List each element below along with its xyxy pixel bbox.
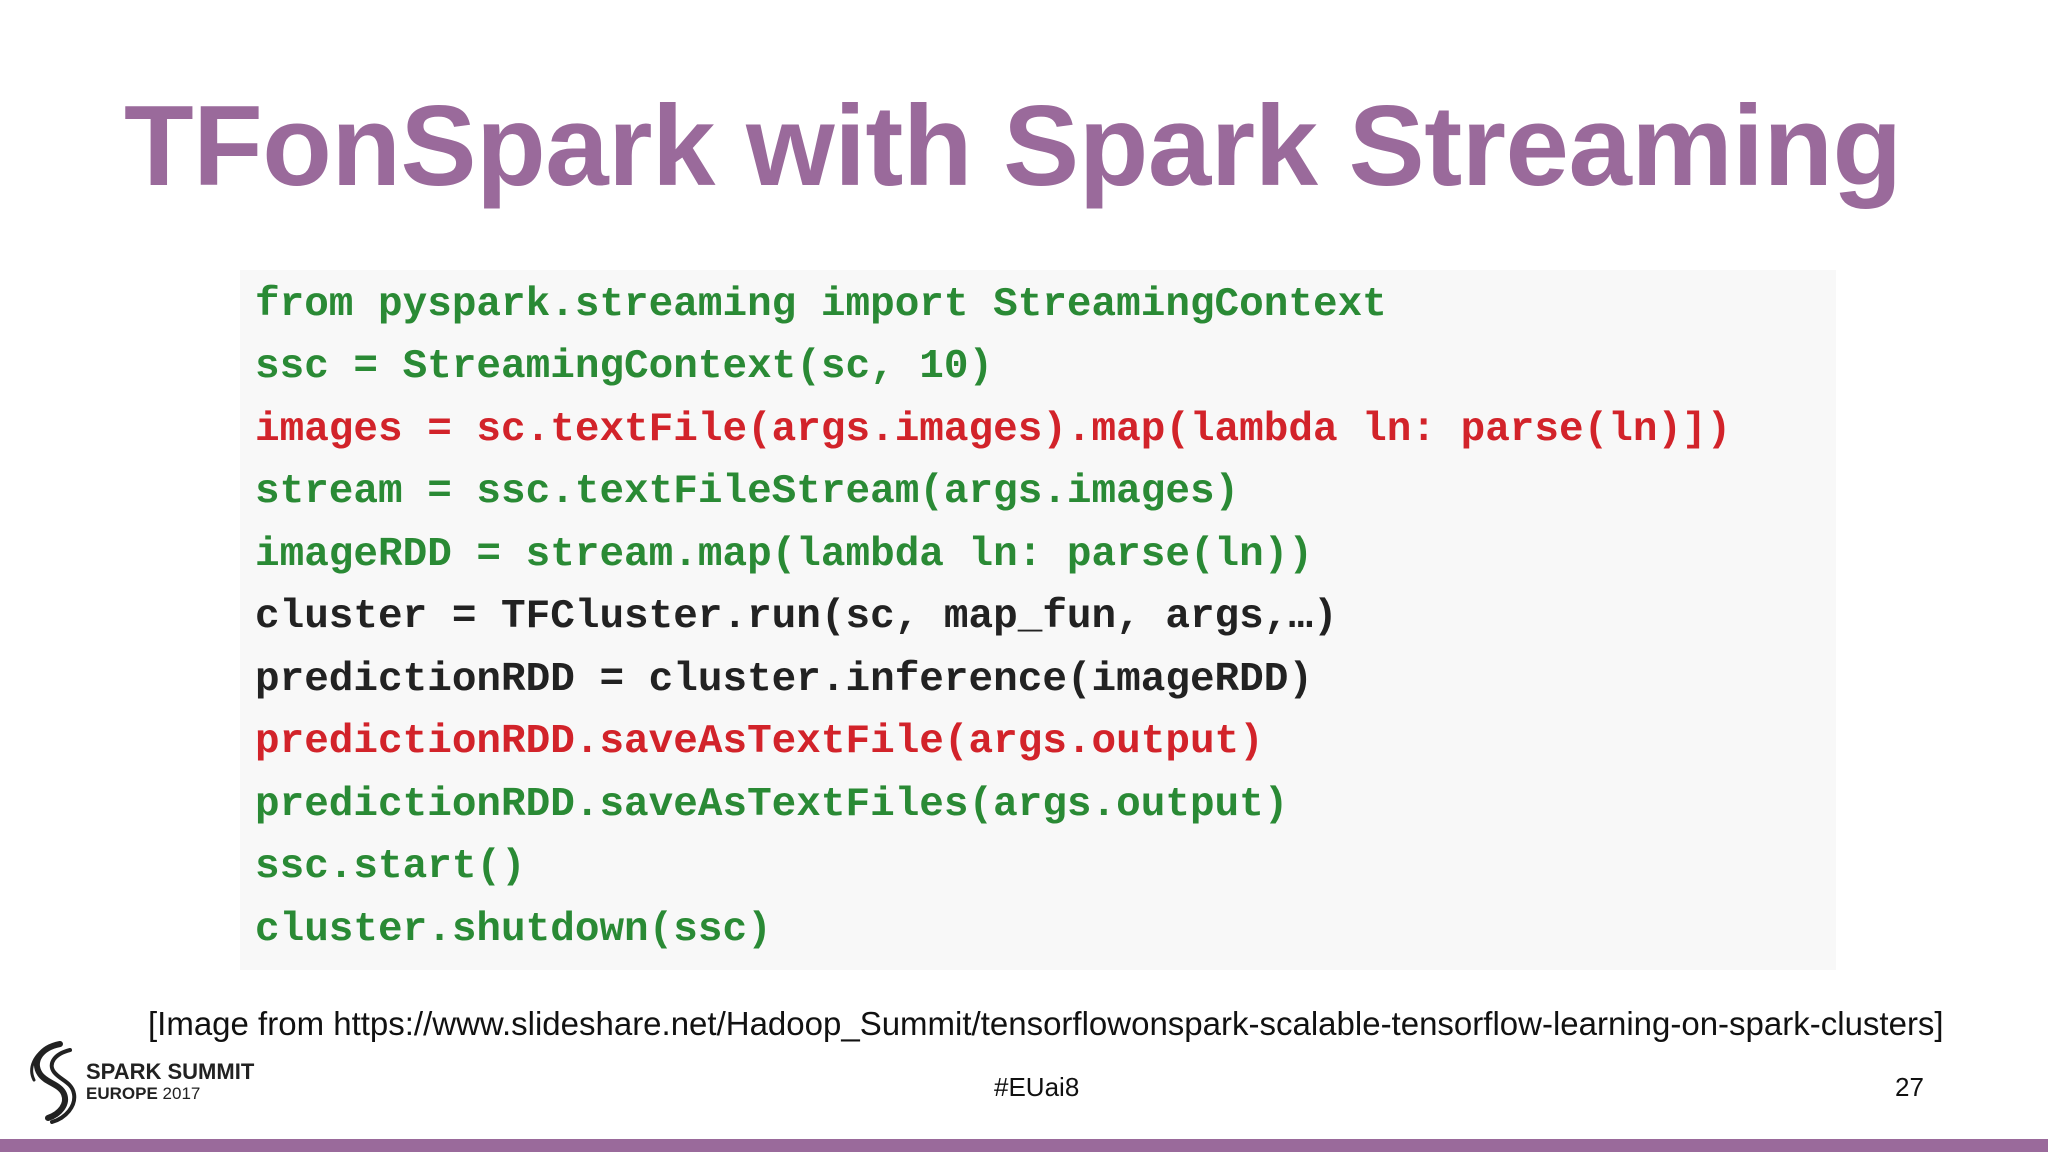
code-line: images = sc.textFile(args.images).map(la… xyxy=(255,407,1732,453)
code-line: predictionRDD.saveAsTextFile(args.output… xyxy=(255,719,1264,765)
code-line: predictionRDD.saveAsTextFiles(args.outpu… xyxy=(255,782,1289,828)
code-image-panel xyxy=(240,270,1836,970)
event-hashtag: #EUai8 xyxy=(994,1072,1080,1102)
code-line: from pyspark.streaming import StreamingC… xyxy=(255,282,1387,328)
code-line: predictionRDD = cluster.inference(imageR… xyxy=(255,657,1313,703)
image-source-note: [Image from https://www.slideshare.net/H… xyxy=(148,1005,1944,1042)
code-line: ssc = StreamingContext(sc, 10) xyxy=(255,344,994,390)
logo-text-year: 2017 xyxy=(162,1084,201,1103)
logo-text-title: SPARK SUMMIT xyxy=(86,1059,255,1084)
slide-title: TFonSpark with Spark Streaming xyxy=(124,83,1902,210)
page-number: 27 xyxy=(1895,1072,1924,1102)
bottom-accent-bar xyxy=(0,1139,2048,1152)
code-line: cluster = TFCluster.run(sc, map_fun, arg… xyxy=(255,594,1338,640)
spark-summit-logo: SPARK SUMMIT EUROPE 2017 xyxy=(26,1040,276,1126)
spark-swirl-icon xyxy=(30,1041,77,1124)
logo-text-region: EUROPE xyxy=(86,1084,158,1103)
code-line: stream = ssc.textFileStream(args.images) xyxy=(255,469,1240,515)
code-line: imageRDD = stream.map(lambda ln: parse(l… xyxy=(255,532,1313,578)
logo-text-subtitle: EUROPE 2017 xyxy=(86,1084,200,1104)
code-line: ssc.start() xyxy=(255,844,526,890)
code-line: cluster.shutdown(ssc) xyxy=(255,907,772,953)
